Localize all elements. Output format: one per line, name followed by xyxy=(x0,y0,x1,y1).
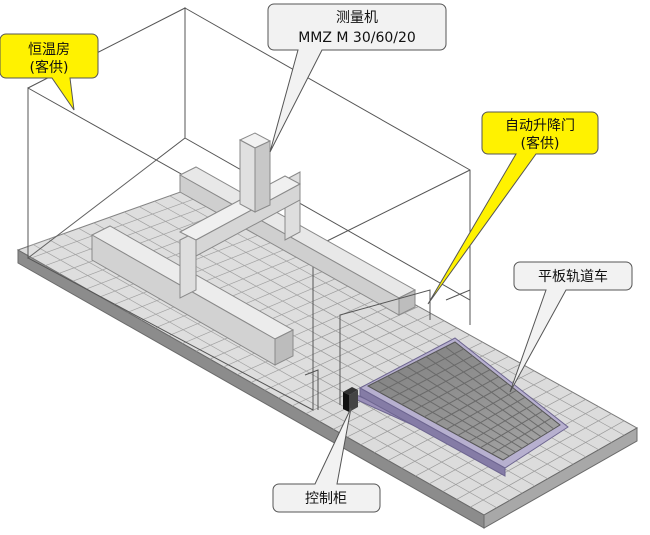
cmm-machine xyxy=(90,132,417,366)
grid-line xyxy=(113,234,291,305)
callout-cmm-bubble xyxy=(267,3,447,153)
grid-line xyxy=(223,291,393,368)
callout-chamber: 恒温房 (客供) xyxy=(0,33,99,111)
callout-cabinet-bubble xyxy=(272,407,381,513)
auto-door-frame xyxy=(304,289,471,410)
callout-door-line2: (客供) xyxy=(521,135,560,152)
grid-line xyxy=(456,413,612,500)
callout-cmm-line2: MMZ M 30/60/20 xyxy=(298,30,416,46)
grid-line xyxy=(435,383,508,424)
grid-line xyxy=(250,306,419,383)
callout-cabinet-line1: 控制柜 xyxy=(305,491,347,507)
callout-cabinet: 控制柜 xyxy=(272,407,381,513)
grid-line xyxy=(154,256,329,329)
grid-line xyxy=(424,376,499,418)
grid-line xyxy=(470,420,625,508)
callout-chamber-line2: (客供) xyxy=(30,59,69,76)
callout-chamber-line1: 恒温房 xyxy=(28,42,70,58)
cart-frame-side xyxy=(359,387,506,477)
grid-line xyxy=(127,241,303,313)
callout-cart-bubble xyxy=(509,261,633,393)
grid-line xyxy=(401,362,482,405)
callout-door-bubble xyxy=(427,111,599,305)
chamber-front-top-edge xyxy=(312,169,471,249)
plate-cart xyxy=(348,337,569,477)
cmm-gantry-leg-front xyxy=(179,231,197,299)
grid-line xyxy=(196,277,368,352)
cart-plate-grid xyxy=(377,346,554,457)
callout-cart: 平板轨道车 xyxy=(509,261,633,393)
callout-cmm-line1: 测量机 xyxy=(336,10,378,26)
grid-line xyxy=(379,348,464,393)
grid-line xyxy=(264,313,432,391)
callout-cart-line1: 平板轨道车 xyxy=(538,268,608,285)
grid-line xyxy=(468,403,535,442)
callout-door: 自动升降门 (客供) xyxy=(427,111,599,305)
grid-line xyxy=(390,355,473,399)
grid-line xyxy=(412,369,491,412)
callout-door-line1: 自动升降门 xyxy=(505,118,575,134)
grid-line xyxy=(237,299,406,376)
callout-cmm: 测量机 MMZ M 30/60/20 xyxy=(267,3,447,153)
grid-line xyxy=(491,417,552,455)
grid-line xyxy=(480,410,543,449)
grid-line xyxy=(457,396,526,436)
grid-line xyxy=(278,320,445,399)
callout-chamber-bubble xyxy=(0,33,99,111)
grid-line xyxy=(209,284,381,360)
grid-line xyxy=(291,327,458,407)
grid-line xyxy=(446,389,517,430)
control-cabinet xyxy=(343,387,358,412)
grid-line xyxy=(31,191,213,259)
grid-line xyxy=(182,270,355,344)
grid-line xyxy=(141,248,316,321)
grid-line xyxy=(45,198,226,266)
